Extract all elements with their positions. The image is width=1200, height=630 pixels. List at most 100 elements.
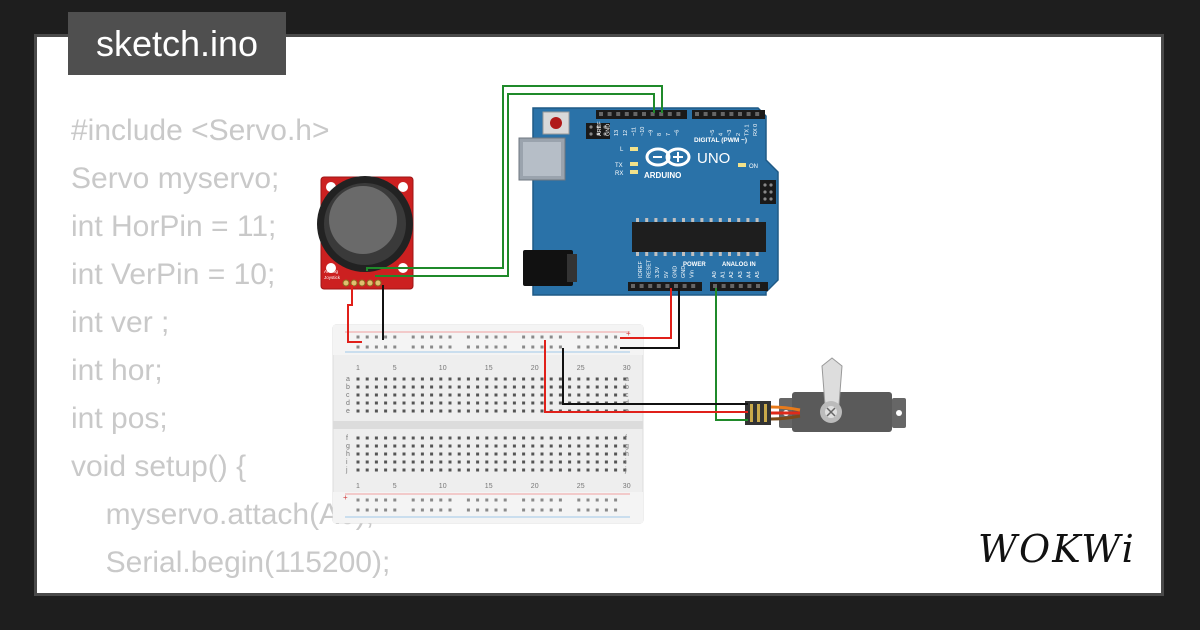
wire-green-ver bbox=[375, 93, 655, 277]
servo-motor bbox=[745, 357, 906, 432]
code-line: Servo myservo; bbox=[71, 162, 280, 195]
bb-col-number: 1 bbox=[356, 483, 360, 490]
digital-pin-label: 13 bbox=[614, 130, 620, 136]
arduino-uno: UNO ARDUINO DIGITAL (PWM ~) L TX RX ON P… bbox=[518, 107, 779, 296]
bb-row-label: c bbox=[625, 392, 629, 399]
digital-pin-label: GND bbox=[606, 124, 612, 136]
wokwi-logo-text: WOKWi bbox=[978, 527, 1136, 571]
svg-text:+: + bbox=[626, 329, 631, 338]
wire-red-joystick bbox=[347, 285, 362, 343]
bb-row-label: h bbox=[625, 451, 629, 458]
power-pin-label: RESET bbox=[647, 259, 653, 278]
on-led-label: ON bbox=[749, 164, 758, 170]
bb-row-label: i bbox=[625, 459, 627, 466]
digital-pin-label: 12 bbox=[623, 130, 629, 136]
bb-col-number: 5 bbox=[393, 365, 397, 372]
wokwi-logo[interactable]: WOKWi bbox=[976, 524, 1148, 576]
code-line: void setup() { bbox=[71, 450, 247, 483]
power-pin-label: IOREF bbox=[638, 261, 644, 278]
arduino-logo-icon bbox=[645, 147, 691, 167]
bb-row-label: g bbox=[625, 443, 629, 450]
bb-row-label: j bbox=[345, 467, 348, 474]
arduino-model: UNO bbox=[697, 150, 730, 167]
bb-col-number: 20 bbox=[531, 365, 539, 372]
bb-row-label: j bbox=[624, 467, 627, 474]
bb-row-label: d bbox=[346, 400, 350, 407]
analog-pin-label: A1 bbox=[721, 271, 727, 278]
bb-col-number: 25 bbox=[577, 365, 585, 372]
code-line: int hor; bbox=[71, 354, 163, 387]
joystick-label: Analog bbox=[324, 269, 339, 274]
joystick-label-2: Joystick bbox=[324, 275, 341, 280]
digital-pin-label: 4 bbox=[719, 133, 725, 136]
power-pin-label: 3.3V bbox=[655, 266, 661, 278]
bb-row-label: c bbox=[346, 392, 350, 399]
bb-row-label: e bbox=[346, 408, 350, 415]
bb-col-number: 15 bbox=[485, 483, 493, 490]
code-line: myservo.attach(A0); bbox=[89, 498, 375, 531]
digital-pin-label: ~3 bbox=[727, 130, 733, 136]
digital-pin-label: RX 0 bbox=[753, 124, 759, 136]
digital-pin-label: ~9 bbox=[649, 130, 655, 136]
digital-pin-label: 8 bbox=[657, 133, 663, 136]
power-pin-label: 5V bbox=[664, 271, 670, 278]
analog-joystick: Analog Joystick bbox=[317, 176, 414, 290]
digital-pin-label: 2 bbox=[736, 133, 742, 136]
bb-col-number: 15 bbox=[485, 365, 493, 372]
svg-text:+: + bbox=[343, 493, 348, 502]
digital-pin-label: TX 1 bbox=[744, 124, 750, 136]
bb-col-number: 30 bbox=[623, 365, 631, 372]
bb-row-label: b bbox=[346, 384, 350, 391]
digital-pin-label: AREF bbox=[597, 121, 603, 136]
digital-pin-label: ~10 bbox=[640, 127, 646, 136]
analog-pin-label: A4 bbox=[746, 271, 752, 278]
rx-led-label: RX bbox=[615, 171, 623, 177]
bb-row-label: a bbox=[625, 376, 629, 383]
code-line: #include <Servo.h> bbox=[71, 114, 330, 147]
analog-pin-label: A0 bbox=[712, 271, 718, 278]
bb-row-label: f bbox=[625, 435, 627, 442]
bb-col-number: 20 bbox=[531, 483, 539, 490]
analog-pin-label: A2 bbox=[729, 271, 735, 278]
bb-col-number: 30 bbox=[623, 483, 631, 490]
bb-col-number: 25 bbox=[577, 483, 585, 490]
l-led-label: L bbox=[620, 147, 624, 153]
digital-pin-label: ~5 bbox=[710, 130, 716, 136]
bb-col-number: 1 bbox=[356, 365, 360, 372]
power-pin-label: GND bbox=[672, 266, 678, 278]
digital-pin-label: ~6 bbox=[674, 130, 680, 136]
bb-row-label: g bbox=[346, 443, 350, 450]
bb-row-label: a bbox=[346, 376, 350, 383]
wire-black-gnd bbox=[620, 288, 680, 349]
digital-pin-label: 7 bbox=[666, 133, 672, 136]
bb-col-number: 10 bbox=[439, 483, 447, 490]
code-line: int VerPin = 10; bbox=[71, 258, 276, 291]
analog-label: ANALOG IN bbox=[722, 262, 756, 268]
analog-pin-label: A5 bbox=[755, 271, 761, 278]
power-pin-label: GND bbox=[681, 266, 687, 278]
sketch-title[interactable]: sketch.ino bbox=[68, 12, 286, 75]
bb-row-label: b bbox=[625, 384, 629, 391]
bb-col-number: 10 bbox=[439, 365, 447, 372]
wires bbox=[347, 85, 748, 421]
digital-pin-label: ~11 bbox=[631, 127, 637, 136]
bb-row-label: i bbox=[346, 459, 348, 466]
code-line: int ver ; bbox=[71, 306, 170, 339]
tx-led-label: TX bbox=[615, 163, 623, 169]
power-pin-label: Vin bbox=[690, 270, 696, 278]
wire-green-signal bbox=[715, 288, 748, 421]
analog-pin-label: A3 bbox=[738, 271, 744, 278]
wire-red-servo bbox=[544, 340, 748, 413]
bb-row-label: h bbox=[346, 451, 350, 458]
code-line: int pos; bbox=[71, 402, 168, 435]
code-preview: #include <Servo.h> Servo myservo; int HorP… bbox=[71, 107, 509, 593]
digital-label: DIGITAL (PWM ~) bbox=[694, 137, 747, 144]
bb-col-number: 5 bbox=[393, 483, 397, 490]
bb-row-label: f bbox=[346, 435, 348, 442]
wire-red-5v bbox=[620, 288, 672, 339]
wire-green-hor bbox=[366, 85, 663, 271]
code-line: int HorPin = 11; bbox=[71, 210, 277, 243]
code-line: Serial.begin(115200); bbox=[89, 546, 391, 579]
